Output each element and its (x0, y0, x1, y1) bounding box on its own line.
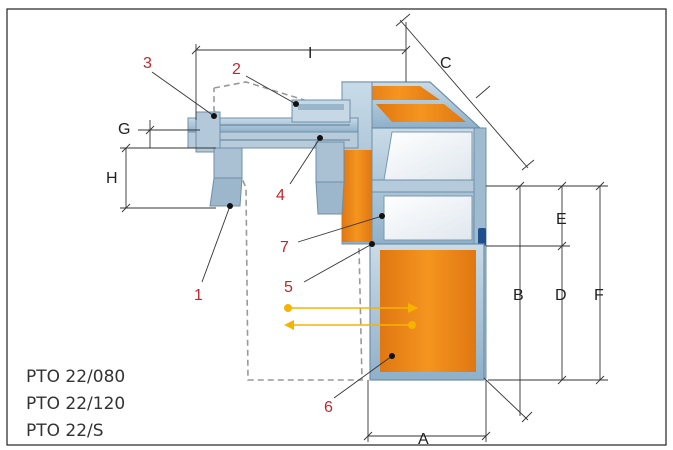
leader-dots (211, 101, 395, 359)
gripper-left-jaw (209, 177, 243, 207)
model-list: PTO 22/080 PTO 22/120 PTO 22/S (26, 364, 125, 445)
dim-label-a: A (418, 431, 429, 448)
gripper-left-body (213, 147, 243, 179)
dim-label-e: E (556, 211, 567, 228)
gripper-right-jaw (315, 181, 345, 215)
model-name: PTO 22/120 (26, 394, 126, 414)
arrow-right-icon (408, 303, 418, 313)
part-number-7: 7 (280, 239, 289, 256)
part-number-2: 2 (232, 61, 241, 78)
part-number-3: 3 (143, 55, 152, 72)
roof-panel-1 (358, 86, 440, 100)
dim-label-b: B (513, 287, 524, 304)
gripper-right-body (315, 141, 345, 183)
model-name: PTO 22/080 (26, 367, 126, 387)
part-number-1: 1 (194, 287, 203, 304)
part-number-4: 4 (276, 187, 285, 204)
frame-border (6, 8, 667, 446)
work-area-outline (213, 81, 363, 381)
lower-window (383, 195, 473, 241)
arrow-left-dot (408, 321, 416, 329)
dim-label-h: H (106, 170, 118, 187)
dim-label-c: C (440, 55, 452, 72)
dimension-lines (120, 13, 608, 442)
status-light-icon (478, 228, 486, 246)
carriage-detail (298, 104, 344, 110)
roof-panel-2 (376, 104, 466, 122)
dim-label-i: I (308, 45, 312, 62)
leader-lines (151, 71, 393, 399)
arrow-left-icon (284, 320, 294, 330)
model-name: PTO 22/S (26, 421, 104, 441)
side-orange-panel (342, 150, 372, 242)
upper-window (383, 131, 473, 181)
end-block (195, 111, 221, 153)
carriage-top (291, 99, 351, 123)
part-number-5: 5 (284, 279, 293, 296)
middle-bar (371, 179, 485, 193)
arrow-right-dot (284, 304, 292, 312)
dim-label-d: D (555, 287, 567, 304)
part-number-6: 6 (324, 399, 333, 416)
dim-label-g: G (118, 121, 130, 138)
lower-orange-panel (380, 250, 476, 372)
dim-label-f: F (594, 287, 604, 304)
